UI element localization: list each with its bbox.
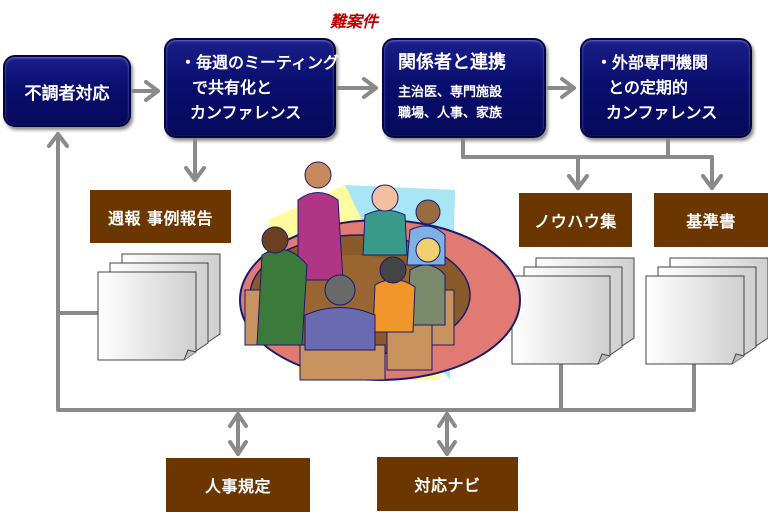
flow-box-text: との定期的 — [608, 78, 688, 97]
flow-box-text: ・毎週のミーティング — [180, 53, 340, 72]
flow-box-title: 関係者と連携 — [398, 52, 506, 73]
flow-box-maladjusted-response[interactable]: 不調者対応 — [3, 55, 131, 127]
flow-box-text: カンファレンス — [606, 103, 718, 122]
output-box-knowhow[interactable]: ノウハウ集 — [519, 193, 632, 247]
flow-box-external-conference[interactable]: ・外部専門機関 との定期的 カンファレンス — [580, 38, 752, 138]
arrowhead-icon — [701, 174, 723, 190]
output-box-weekly-report[interactable]: 週報 事例報告 — [90, 190, 231, 243]
arrowhead-icon — [144, 80, 160, 102]
document-stack-icon — [645, 257, 768, 365]
output-box-standards[interactable]: 基準書 — [654, 193, 768, 247]
flow-box-text: で共有化と — [192, 78, 273, 97]
arrowhead-icon — [437, 440, 457, 456]
bottom-box-label: 人事規定 — [204, 477, 271, 496]
output-box-label: ノウハウ集 — [534, 212, 617, 231]
arrowhead-icon — [362, 77, 378, 99]
arrowhead-icon — [47, 132, 69, 148]
flow-box-stakeholder-coordination[interactable]: 関係者と連携 主治医、専門施設 職場、人事、家族 — [382, 38, 546, 138]
arrowhead-icon — [567, 174, 589, 190]
bottom-box-label: 対応ナビ — [414, 476, 481, 495]
flow-box-weekly-meeting[interactable]: ・毎週のミーティング で共有化と カンファレンス — [164, 38, 340, 138]
bottom-box-hr-rules[interactable]: 人事規定 — [166, 458, 310, 512]
document-stack-icon — [97, 253, 221, 361]
arrowhead-icon — [560, 77, 576, 99]
difficult-case-label: 難案件 — [330, 12, 379, 31]
flow-box-text: 主治医、専門施設 — [398, 85, 503, 100]
output-box-label: 基準書 — [686, 212, 736, 231]
output-box-label: 週報 事例報告 — [107, 208, 214, 228]
bottom-box-response-navi[interactable]: 対応ナビ — [377, 457, 518, 511]
arrowhead-icon — [228, 412, 248, 428]
flow-box-text: 職場、人事、家族 — [398, 106, 503, 121]
arrowhead-icon — [228, 440, 248, 456]
flow-box-text: ・外部専門機関 — [596, 53, 709, 72]
flow-box-text: 不調者対応 — [24, 83, 110, 104]
flow-box-text: カンファレンス — [190, 103, 302, 122]
meeting-illustration-icon — [239, 161, 521, 381]
arrowhead-icon — [437, 412, 457, 428]
document-stack-icon — [511, 257, 635, 365]
arrowhead-icon — [184, 166, 206, 182]
